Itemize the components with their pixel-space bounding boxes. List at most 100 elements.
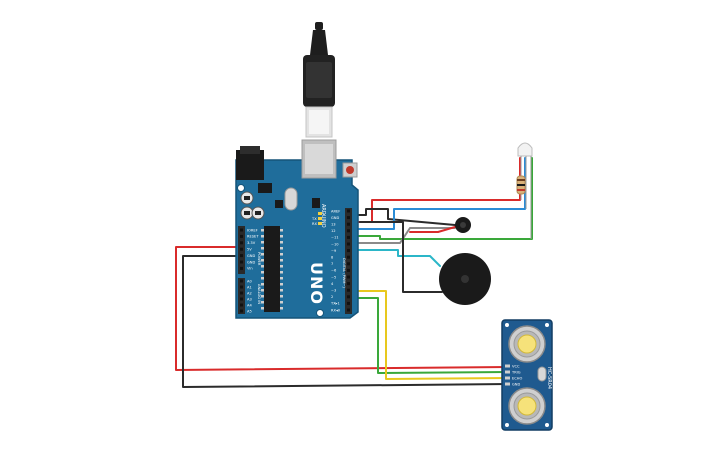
digital-pin-label-13: 2 [331, 295, 333, 299]
wire-motor-red[interactable] [409, 226, 456, 233]
sensor-hole-4 [545, 423, 549, 427]
analog-pin-label-5: A5 [247, 309, 252, 313]
capacitor-1-mark [244, 196, 250, 200]
digital-pin-socket-4[interactable] [347, 235, 350, 239]
vibration-motor[interactable] [455, 217, 471, 233]
arduino-uno[interactable]: L TX RX ON ARDUINO UNO AREFGND1312~11~10… [235, 139, 359, 319]
power-jack-top [240, 146, 260, 154]
led-rx [318, 222, 322, 225]
sensor-crystal [537, 366, 547, 382]
voltage-regulator [258, 183, 272, 193]
digital-pin-socket-14[interactable] [347, 301, 350, 305]
digital-pin-socket-13[interactable] [347, 295, 350, 299]
analog-pin-socket-2[interactable] [240, 291, 243, 295]
power-pin-socket-2[interactable] [240, 241, 243, 245]
led[interactable] [517, 142, 533, 157]
chip-leg-right-4 [280, 253, 283, 256]
digital-pin-socket-11[interactable] [347, 282, 350, 286]
power-pin-socket-4[interactable] [240, 254, 243, 258]
wire-gnd-to-buzzer[interactable] [359, 221, 443, 293]
sensor-pin-0[interactable] [505, 364, 510, 368]
chip-leg-right-7 [280, 271, 283, 274]
usb-plug-metal [309, 110, 329, 134]
wire-pin12-to-led[interactable] [351, 157, 526, 230]
mounting-hole-1 [237, 184, 245, 192]
led-with-resistor[interactable] [516, 142, 533, 239]
ultrasonic-receiver-mesh [517, 396, 537, 416]
digital-pin-socket-9[interactable] [347, 268, 350, 272]
piezo-buzzer[interactable] [439, 253, 491, 305]
power-pin-label-2: 3.3V [247, 241, 256, 245]
digital-pin-socket-6[interactable] [347, 249, 350, 253]
wire-5v-to-vcc[interactable] [175, 246, 513, 371]
digital-pin-socket-10[interactable] [347, 275, 350, 279]
digital-pin-socket-12[interactable] [347, 288, 350, 292]
sensor-pin-1[interactable] [505, 370, 510, 374]
chip-leg-left-6 [261, 265, 264, 268]
wire-pin10-to-motor[interactable] [351, 227, 456, 244]
analog-pin-socket-3[interactable] [240, 297, 243, 301]
power-header-label: POWER [257, 252, 261, 266]
digital-pin-label-1: GND [331, 216, 339, 220]
wire-pin3-to-trig[interactable] [351, 297, 513, 374]
wire-pin9-to-buzzer[interactable] [351, 249, 441, 267]
digital-pin-socket-7[interactable] [347, 255, 350, 259]
digital-pin-socket-3[interactable] [347, 229, 350, 233]
digital-pin-label-14: TX▸1 [330, 302, 340, 306]
power-pin-socket-5[interactable] [240, 260, 243, 264]
digital-header-label: DIGITAL (PWM~) [342, 258, 346, 288]
digital-pin-socket-1[interactable] [347, 216, 350, 220]
chip-leg-left-10 [261, 289, 264, 292]
chip-leg-right-12 [280, 301, 283, 304]
atmega-chip [264, 226, 280, 312]
chip-leg-left-0 [261, 229, 264, 232]
digital-pin-label-6: ~9 [331, 249, 337, 253]
wire-gnd-to-sensor-gnd[interactable] [182, 255, 513, 388]
digital-pin-label-0: AREF [331, 209, 340, 213]
sensor-pin-2[interactable] [505, 376, 510, 380]
led-l [318, 212, 322, 215]
digital-pin-socket-15[interactable] [347, 308, 350, 312]
reset-button[interactable] [346, 166, 354, 174]
digital-pin-label-11: 4 [331, 282, 334, 286]
usb-cable[interactable] [303, 22, 335, 138]
usb-cable-boot [310, 30, 328, 55]
sensor-pin-label-2: ECHO [512, 376, 522, 380]
wire-pin13-to-led[interactable] [351, 157, 521, 223]
digital-pin-socket-8[interactable] [347, 262, 350, 266]
chip-leg-right-8 [280, 277, 283, 280]
analog-pin-socket-0[interactable] [240, 279, 243, 283]
arduino-model-label: UNO [307, 262, 326, 305]
analog-pin-socket-4[interactable] [240, 303, 243, 307]
led-rx-label: RX [312, 222, 317, 226]
analog-pin-socket-5[interactable] [240, 309, 243, 313]
digital-pin-label-2: 13 [331, 223, 336, 227]
wires [175, 157, 533, 388]
sensor-hole-1 [505, 323, 509, 327]
wire-pin11-to-led[interactable] [351, 157, 533, 240]
capacitor-3-mark [255, 211, 261, 215]
chip-leg-right-13 [280, 307, 283, 310]
wire-pin2-to-echo[interactable] [351, 290, 513, 380]
wire-gnd-to-motor[interactable] [351, 208, 456, 226]
digital-pin-socket-2[interactable] [347, 222, 350, 226]
power-pin-socket-0[interactable] [240, 228, 243, 232]
led-tx-label: TX [311, 217, 317, 221]
chip-leg-right-10 [280, 289, 283, 292]
sensor-pin-3[interactable] [505, 382, 510, 386]
digital-pin-socket-5[interactable] [347, 242, 350, 246]
sensor-pin-label-1: TRIG [511, 370, 521, 374]
analog-pin-label-2: A2 [247, 291, 252, 295]
power-pin-socket-1[interactable] [240, 234, 243, 238]
analog-pin-socket-1[interactable] [240, 285, 243, 289]
digital-pin-socket-0[interactable] [347, 209, 350, 213]
power-pin-socket-3[interactable] [240, 247, 243, 251]
power-pin-socket-6[interactable] [240, 266, 243, 270]
analog-pin-label-0: A0 [247, 279, 252, 283]
chip-leg-left-9 [261, 283, 264, 286]
ultrasonic-transmitter-mesh [517, 334, 537, 354]
